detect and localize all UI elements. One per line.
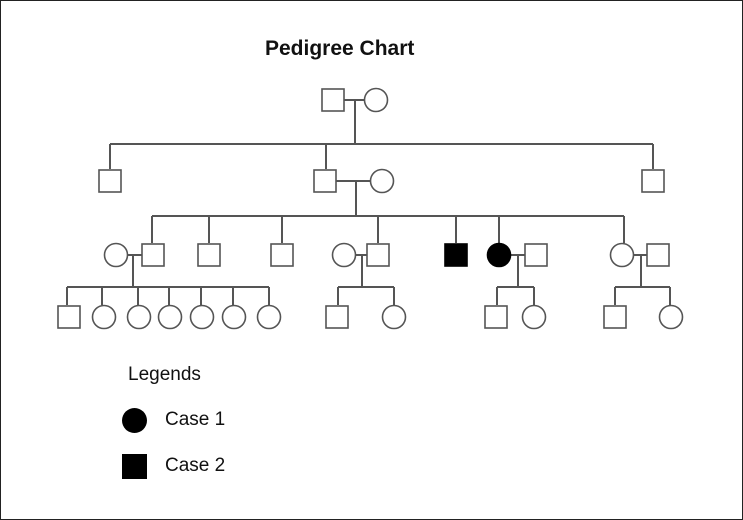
filled-square-icon [122,453,147,479]
legend-label-case-1: Case 1 [165,409,226,430]
male-square [325,305,349,329]
male-square [98,169,122,193]
male-square [141,243,165,267]
pedigree-symbols [57,87,684,330]
male-square [313,169,337,193]
female-circle [658,304,684,330]
male-square [641,169,665,193]
female-circle [363,87,389,113]
female-circle [91,304,117,330]
female-circle [221,304,247,330]
male-square [646,243,670,267]
female-circle [189,304,215,330]
chart-title: Pedigree Chart [265,37,415,60]
male-square [524,243,548,267]
female-circle [157,304,183,330]
legend-item-case-2: Case 2 [122,453,226,479]
filled-circle-icon [122,407,147,433]
female-circle [369,168,395,194]
female-circle [609,242,635,268]
legend-heading: Legends [128,364,201,385]
male-square [484,305,508,329]
affected-female-circle [486,242,512,268]
male-square [603,305,627,329]
male-square [321,88,345,112]
female-circle [256,304,282,330]
affected-male-square [444,243,468,267]
female-circle [103,242,129,268]
female-circle [126,304,152,330]
male-square [197,243,221,267]
female-circle [381,304,407,330]
legend-item-case-1: Case 1 [122,407,226,433]
female-circle [331,242,357,268]
legend-label-case-2: Case 2 [165,455,226,476]
male-square [57,305,81,329]
male-square [270,243,294,267]
pedigree-lines [66,99,671,305]
male-square [366,243,390,267]
female-circle [521,304,547,330]
